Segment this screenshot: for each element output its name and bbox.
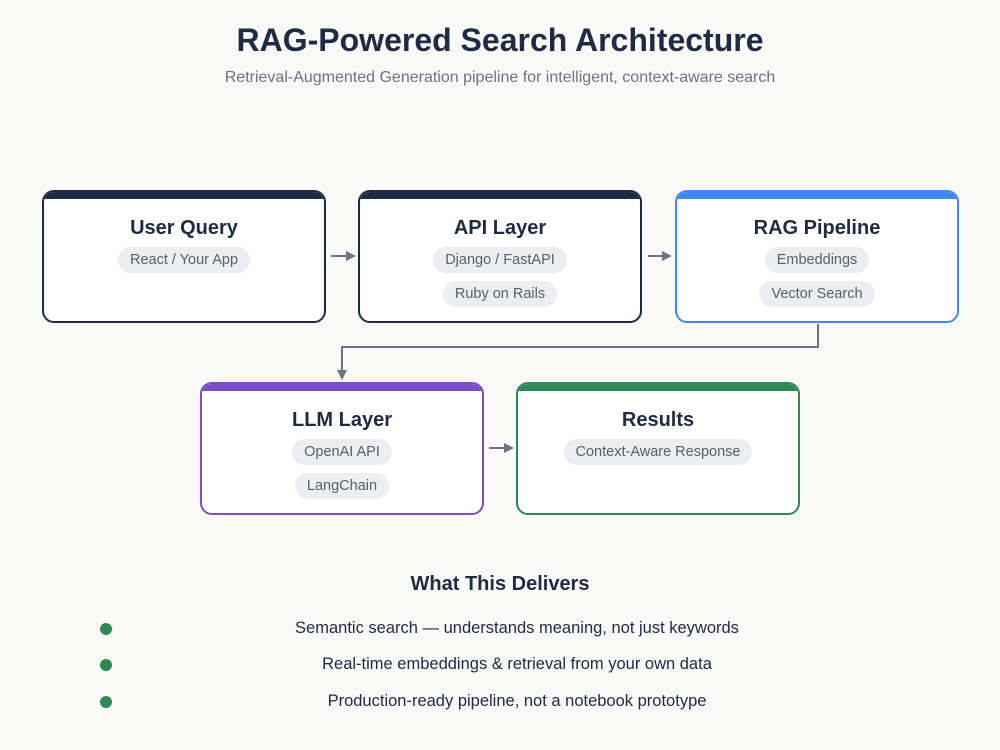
tech-chip: Ruby on Rails	[442, 281, 558, 307]
tech-chip: Django / FastAPI	[433, 247, 567, 273]
node-title: RAG Pipeline	[753, 217, 881, 239]
node-accent-bar	[44, 192, 324, 199]
node-llm-layer: LLM Layer OpenAI API LangChain	[200, 382, 484, 515]
node-accent-bar	[677, 192, 957, 199]
node-accent-bar	[360, 192, 640, 199]
delivers-heading: What This Delivers	[410, 573, 590, 595]
page-subtitle: Retrieval-Augmented Generation pipeline …	[224, 69, 776, 86]
node-user-query: User Query React / Your App	[42, 190, 326, 323]
tech-chip: Vector Search	[759, 281, 875, 307]
benefit-item: Semantic search — understands meaning, n…	[100, 617, 934, 641]
node-title: API Layer	[453, 217, 547, 239]
benefit-text: Production-ready pipeline, not a noteboo…	[327, 692, 707, 710]
node-rag-pipeline: RAG Pipeline Embeddings Vector Search	[675, 190, 959, 323]
node-results: Results Context-Aware Response	[516, 382, 800, 515]
node-title: Results	[621, 409, 695, 431]
benefit-text: Real-time embeddings & retrieval from yo…	[322, 655, 712, 673]
bullet-dot-icon	[100, 623, 112, 635]
node-title: LLM Layer	[291, 409, 393, 431]
node-accent-bar	[202, 384, 482, 391]
node-accent-bar	[518, 384, 798, 391]
arrow-rag-to-llm	[337, 324, 819, 380]
node-title: User Query	[130, 217, 238, 239]
benefit-text: Semantic search — understands meaning, n…	[295, 619, 739, 637]
bullet-dot-icon	[100, 696, 112, 708]
page-title: RAG-Powered Search Architecture	[236, 22, 764, 58]
benefit-item: Real-time embeddings & retrieval from yo…	[100, 653, 934, 677]
tech-chip: OpenAI API	[292, 439, 392, 465]
node-api-layer: API Layer Django / FastAPI Ruby on Rails	[358, 190, 642, 323]
tech-chip: LangChain	[294, 473, 390, 499]
tech-chip: Embeddings	[764, 247, 870, 273]
bullet-dot-icon	[100, 659, 112, 671]
tech-chip: React / Your App	[117, 247, 251, 273]
benefit-item: Production-ready pipeline, not a noteboo…	[100, 690, 934, 714]
tech-chip: Context-Aware Response	[563, 439, 753, 465]
